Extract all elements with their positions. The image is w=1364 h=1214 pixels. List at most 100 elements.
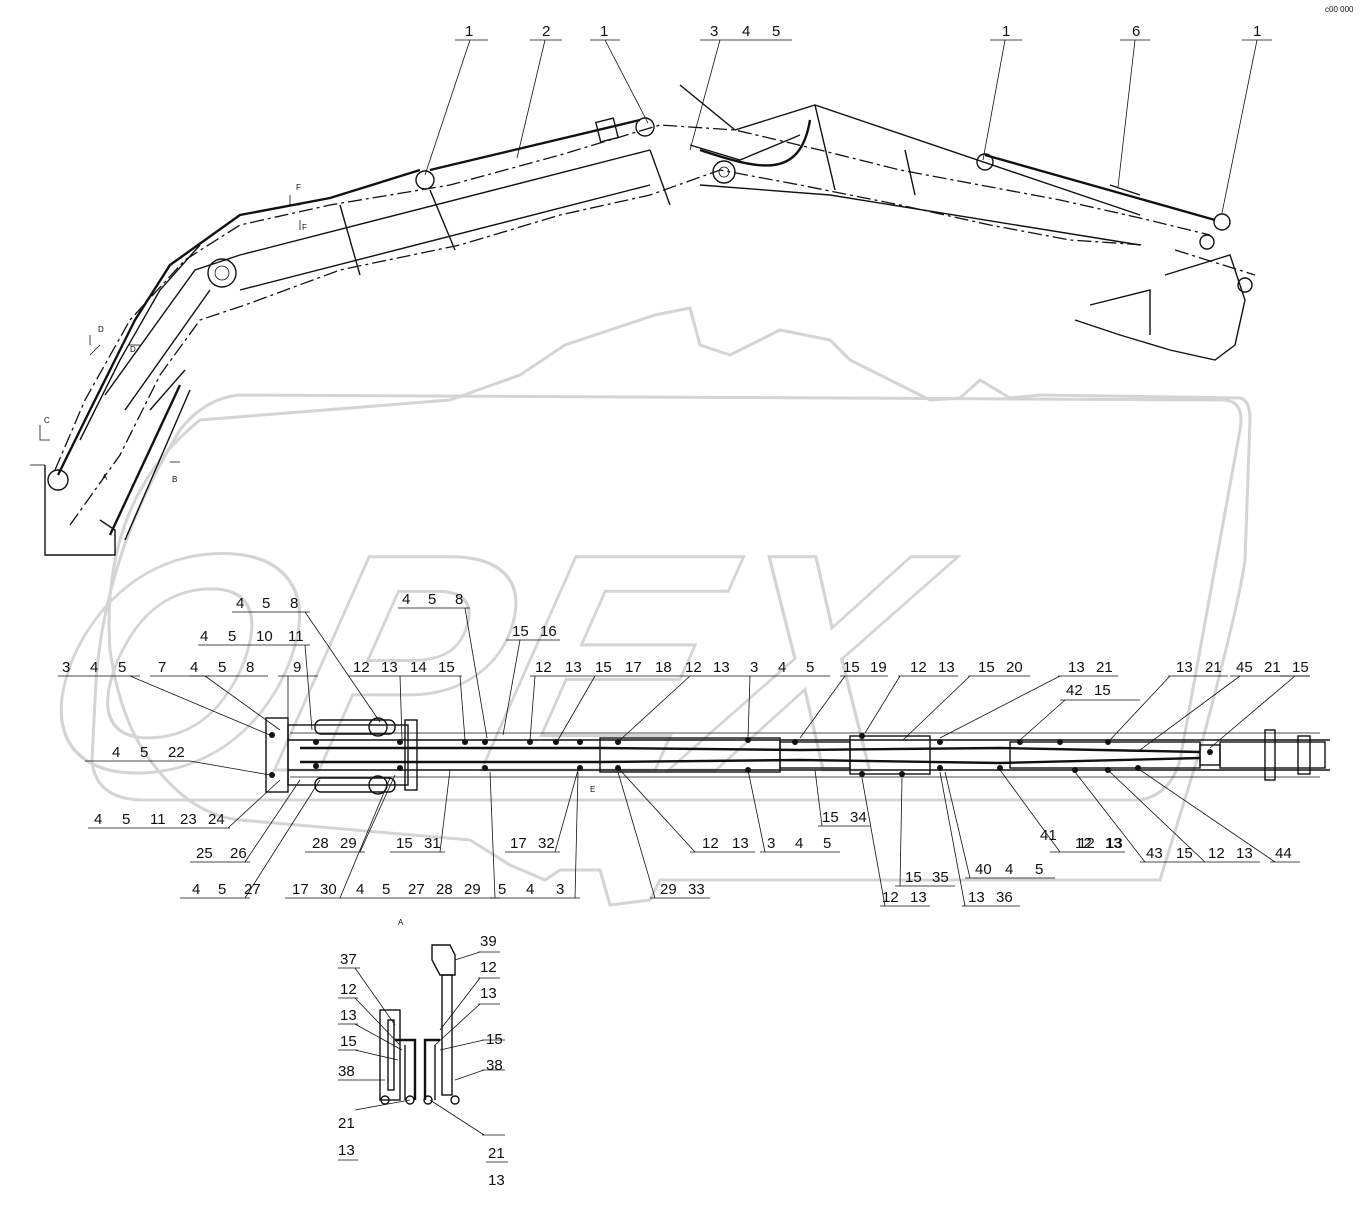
callout-g5: 31 (424, 835, 441, 852)
detail-callout-13d: 13 (488, 1172, 505, 1189)
callout-a7: 16 (540, 623, 557, 640)
top-callout-6: 6 (1132, 23, 1140, 40)
callout-c0: 3 (62, 659, 70, 676)
callout-c14: 15 (595, 659, 612, 676)
corner-mark: c00 000 (1325, 5, 1354, 14)
callout-g3: 29 (340, 835, 357, 852)
boom-pivot-pin (207, 258, 237, 288)
callout-g21: 15 (1176, 845, 1193, 862)
bucket (1074, 254, 1246, 361)
callout-h1: 5 (218, 881, 226, 898)
callout-g11: 4 (795, 835, 803, 852)
detail-callout-37: 37 (340, 951, 357, 968)
callout-b2: 10 (256, 628, 273, 645)
callout-g4: 15 (396, 835, 413, 852)
callout-h12: 3 (556, 881, 564, 898)
base-frame (44, 465, 116, 556)
top-callout-2: 2 (542, 23, 550, 40)
callout-c16: 18 (655, 659, 672, 676)
callout-h3: 17 (292, 881, 309, 898)
section-letter-b: B (172, 475, 177, 484)
top-callout-5: 5 (772, 23, 780, 40)
callout-h4: 30 (320, 881, 337, 898)
callout-h6: 5 (382, 881, 390, 898)
top-callout-1b: 1 (600, 23, 608, 40)
section-letter-a2: A (398, 918, 404, 927)
callout-c21: 5 (806, 659, 814, 676)
callout-g18: 12 (1078, 835, 1095, 852)
callout-h22: 13 (968, 889, 985, 906)
detail-right-fitting (431, 944, 456, 976)
callout-g2: 28 (312, 835, 329, 852)
callout-e2: 22 (168, 744, 185, 761)
plan-cylinder-upper (314, 719, 396, 735)
callout-c31: 21 (1205, 659, 1222, 676)
detail-left-bracket (379, 1009, 401, 1101)
callout-h7: 27 (408, 881, 425, 898)
callout-c11: 15 (438, 659, 455, 676)
callout-h21: 13 (910, 889, 927, 906)
detail-view-a: A 37 12 13 15 38 21 13 39 (338, 918, 508, 1189)
callout-c13: 13 (565, 659, 582, 676)
section-letter-d1: D (98, 325, 104, 334)
watermark-gear-outline (107, 306, 1252, 907)
callout-c8: 12 (353, 659, 370, 676)
callout-c3: 7 (158, 659, 166, 676)
callout-c19: 3 (750, 659, 758, 676)
top-callout-3: 3 (710, 23, 718, 40)
callout-c34: 15 (1292, 659, 1309, 676)
callout-g14: 34 (850, 809, 867, 826)
callout-b1: 5 (228, 628, 236, 645)
boom-cylinder-pin (415, 170, 435, 190)
hose-plan-view: E (265, 717, 1330, 795)
callout-c20: 4 (778, 659, 786, 676)
callout-f1: 5 (122, 811, 130, 828)
callout-g8: 12 (702, 835, 719, 852)
callout-c30: 13 (1176, 659, 1193, 676)
detail-callout-39: 39 (480, 933, 497, 950)
section-letter-d2: D (130, 345, 136, 354)
callout-c29: 21 (1096, 659, 1113, 676)
detail-callout-38a: 38 (338, 1063, 355, 1080)
callout-c17: 12 (685, 659, 702, 676)
callout-h2: 27 (244, 881, 261, 898)
callout-h15: 15 (905, 869, 922, 886)
section-letter-c: C (44, 416, 50, 425)
section-letter-e: E (590, 785, 595, 794)
callout-g24: 44 (1275, 845, 1292, 862)
detail-callout-21a: 21 (338, 1115, 355, 1132)
callout-c25: 13 (938, 659, 955, 676)
callout-a2: 8 (290, 595, 298, 612)
callout-d0: 42 (1066, 682, 1083, 699)
callout-a4: 5 (428, 591, 436, 608)
callout-h18: 4 (1005, 861, 1013, 878)
callout-c4: 4 (190, 659, 198, 676)
top-callout-1d: 1 (1253, 23, 1261, 40)
plan-callouts: 4 5 8 4 5 8 15 16 4 5 10 11 3 4 5 7 4 5 … (58, 591, 1310, 907)
callout-c5: 5 (218, 659, 226, 676)
callout-g20: 43 (1146, 845, 1163, 862)
callout-b0: 4 (200, 628, 208, 645)
callout-g17: 41 (1040, 827, 1057, 844)
callout-e0: 4 (112, 744, 120, 761)
callout-b3: 11 (288, 628, 304, 645)
section-letter-a: A (102, 473, 108, 482)
callout-c28: 13 (1068, 659, 1085, 676)
callout-c22: 15 (843, 659, 860, 676)
callout-g16: 13 (1105, 835, 1122, 852)
detail-callout-21b: 21 (488, 1145, 505, 1162)
callout-c27: 20 (1006, 659, 1023, 676)
callout-f0: 4 (94, 811, 102, 828)
arm-cylinder (429, 118, 641, 172)
callout-c1: 4 (90, 659, 98, 676)
callout-c10: 14 (410, 659, 427, 676)
callout-f2: 11 (150, 811, 166, 828)
callout-h0: 4 (192, 881, 200, 898)
callout-g6: 17 (510, 835, 527, 852)
detail-callout-13c: 13 (480, 985, 497, 1002)
section-letter-f2: F (302, 223, 307, 232)
callout-h10: 5 (498, 881, 506, 898)
boom-foot-pin (47, 469, 69, 491)
top-callout-4: 4 (742, 23, 750, 40)
